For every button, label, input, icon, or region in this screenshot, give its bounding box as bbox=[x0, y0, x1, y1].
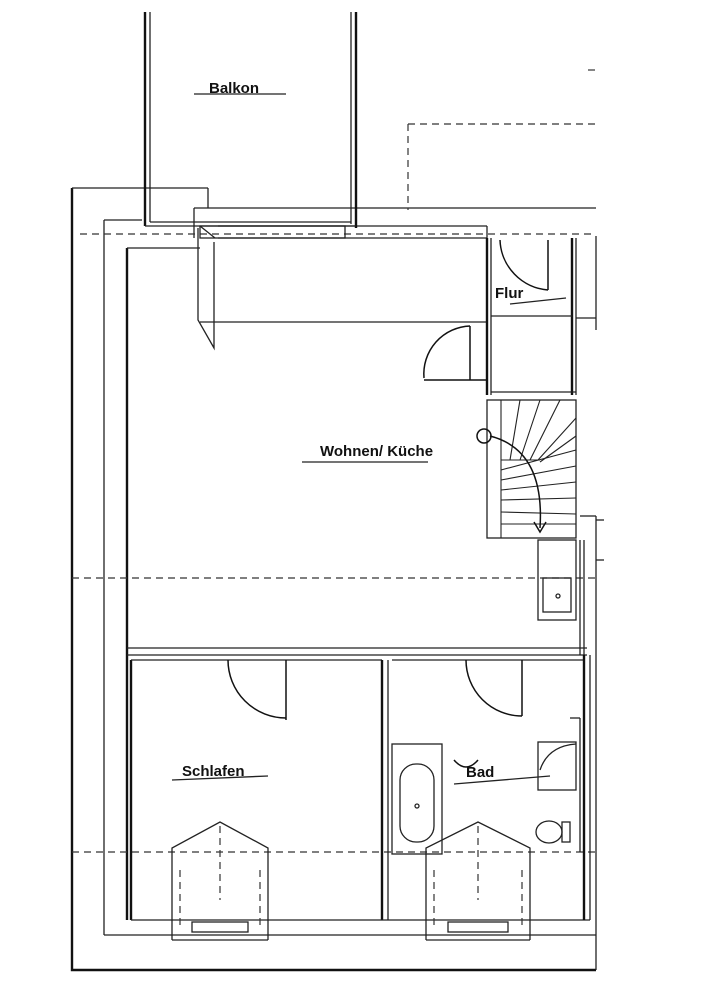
room-label-bad: Bad bbox=[466, 764, 494, 781]
staircase bbox=[476, 399, 597, 640]
door-bedroom bbox=[227, 659, 287, 720]
door-bathroom bbox=[465, 659, 523, 717]
balcony-door bbox=[197, 225, 346, 351]
living-kitchen-walls bbox=[127, 238, 587, 656]
construction-lines bbox=[72, 69, 600, 853]
bathroom-walls bbox=[392, 655, 591, 920]
balcony bbox=[143, 12, 358, 228]
shower bbox=[537, 717, 581, 852]
bathtub bbox=[391, 743, 443, 855]
toilet bbox=[535, 820, 571, 844]
room-label-flur: Flur bbox=[495, 285, 523, 302]
room-label-balkon: Balkon bbox=[209, 80, 259, 97]
hallway-walls bbox=[491, 236, 597, 395]
label-underline bbox=[171, 775, 269, 781]
right-edge-walls bbox=[595, 519, 604, 970]
bath-symbol bbox=[453, 759, 479, 768]
label-underline bbox=[509, 297, 567, 305]
room-label-wohnen-kueche: Wohnen/ Küche bbox=[320, 443, 433, 460]
bedroom-dormer bbox=[171, 821, 269, 941]
bathroom-dormer bbox=[425, 821, 531, 941]
room-label-schlafen: Schlafen bbox=[182, 763, 245, 780]
kitchen-sink bbox=[537, 539, 577, 621]
door-hallway-entrance bbox=[499, 239, 549, 291]
outer-walls bbox=[70, 187, 596, 972]
label-underline bbox=[453, 775, 551, 785]
bedroom-walls bbox=[129, 659, 590, 921]
door-living-hallway bbox=[423, 325, 487, 381]
